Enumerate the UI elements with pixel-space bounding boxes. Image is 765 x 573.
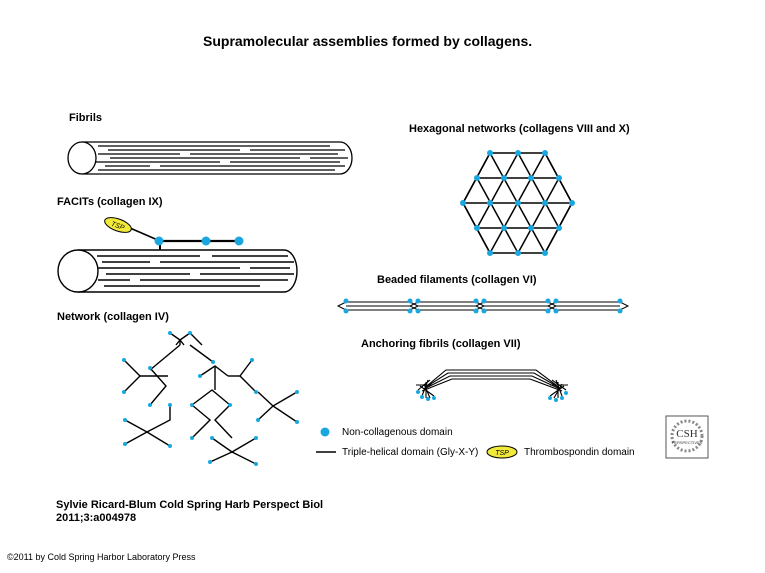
citation: Sylvie Ricard-Blum Cold Spring Harb Pers…	[56, 499, 323, 525]
label-anchoring: Anchoring fibrils (collagen VII)	[361, 338, 521, 350]
network-diagram	[123, 332, 298, 465]
citation-line-2: 2011;3:a004978	[56, 512, 137, 524]
legend-thrombospondin: Thrombospondin domain	[524, 447, 635, 458]
logo-text-main: CSH	[676, 428, 697, 440]
label-fibrils: Fibrils	[69, 112, 103, 124]
legend-non-collagenous: Non-collagenous domain	[342, 427, 453, 438]
logo-text-sub: PERSPECTIVES	[672, 440, 703, 445]
beaded-domain-beads	[343, 298, 623, 314]
anchoring-domain-ends	[416, 390, 568, 402]
label-hexagonal: Hexagonal networks (collagens VIII and X…	[409, 123, 630, 135]
label-beaded: Beaded filaments (collagen VI)	[377, 274, 537, 286]
copyright: ©2011 by Cold Spring Harbor Laboratory P…	[7, 552, 196, 562]
hexagonal-domain-nodes	[460, 150, 575, 256]
facit-domain-dot	[201, 236, 211, 246]
fibril-diagram	[67, 141, 353, 175]
facit-domain-dot	[234, 236, 244, 246]
legend-triple-helical: Triple-helical domain (Gly-X-Y)	[342, 447, 479, 458]
citation-line-1: Sylvie Ricard-Blum Cold Spring Harb Pers…	[56, 499, 324, 511]
label-network: Network (collagen IV)	[57, 311, 169, 323]
network-domain-ends	[122, 331, 299, 466]
facit-diagram: TSP	[57, 217, 298, 293]
facit-tsp-domain: TSP	[104, 217, 132, 233]
figure-title: Supramolecular assemblies formed by coll…	[203, 33, 533, 49]
legend-dot-swatch	[320, 427, 330, 437]
legend-tsp-swatch: TSP	[486, 445, 518, 459]
facit-tsp-label: TSP	[110, 221, 125, 232]
facit-domain-dot	[154, 236, 164, 246]
anchoring-fibril-diagram	[416, 369, 568, 399]
legend-tsp-label: TSP	[495, 450, 509, 457]
label-facits: FACITs (collagen IX)	[57, 196, 163, 208]
csh-perspectives-logo: CSH PERSPECTIVES	[665, 415, 709, 459]
